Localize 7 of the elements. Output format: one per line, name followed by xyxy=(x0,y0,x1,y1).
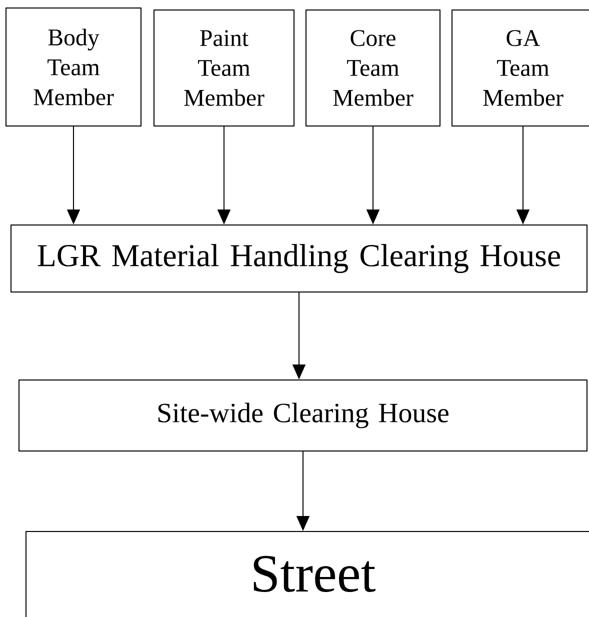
member-box: Body Team Member xyxy=(6,8,142,126)
clearing-house-box: Site-wide Clearing House xyxy=(18,380,588,452)
member-box: Core Team Member xyxy=(306,10,440,126)
street-box: Street xyxy=(26,531,589,617)
member-box: Paint Team Member xyxy=(154,10,294,126)
clearing-house-box: LGR Material Handling Clearing House xyxy=(10,224,588,292)
member-box: GA Team Member xyxy=(452,10,589,126)
